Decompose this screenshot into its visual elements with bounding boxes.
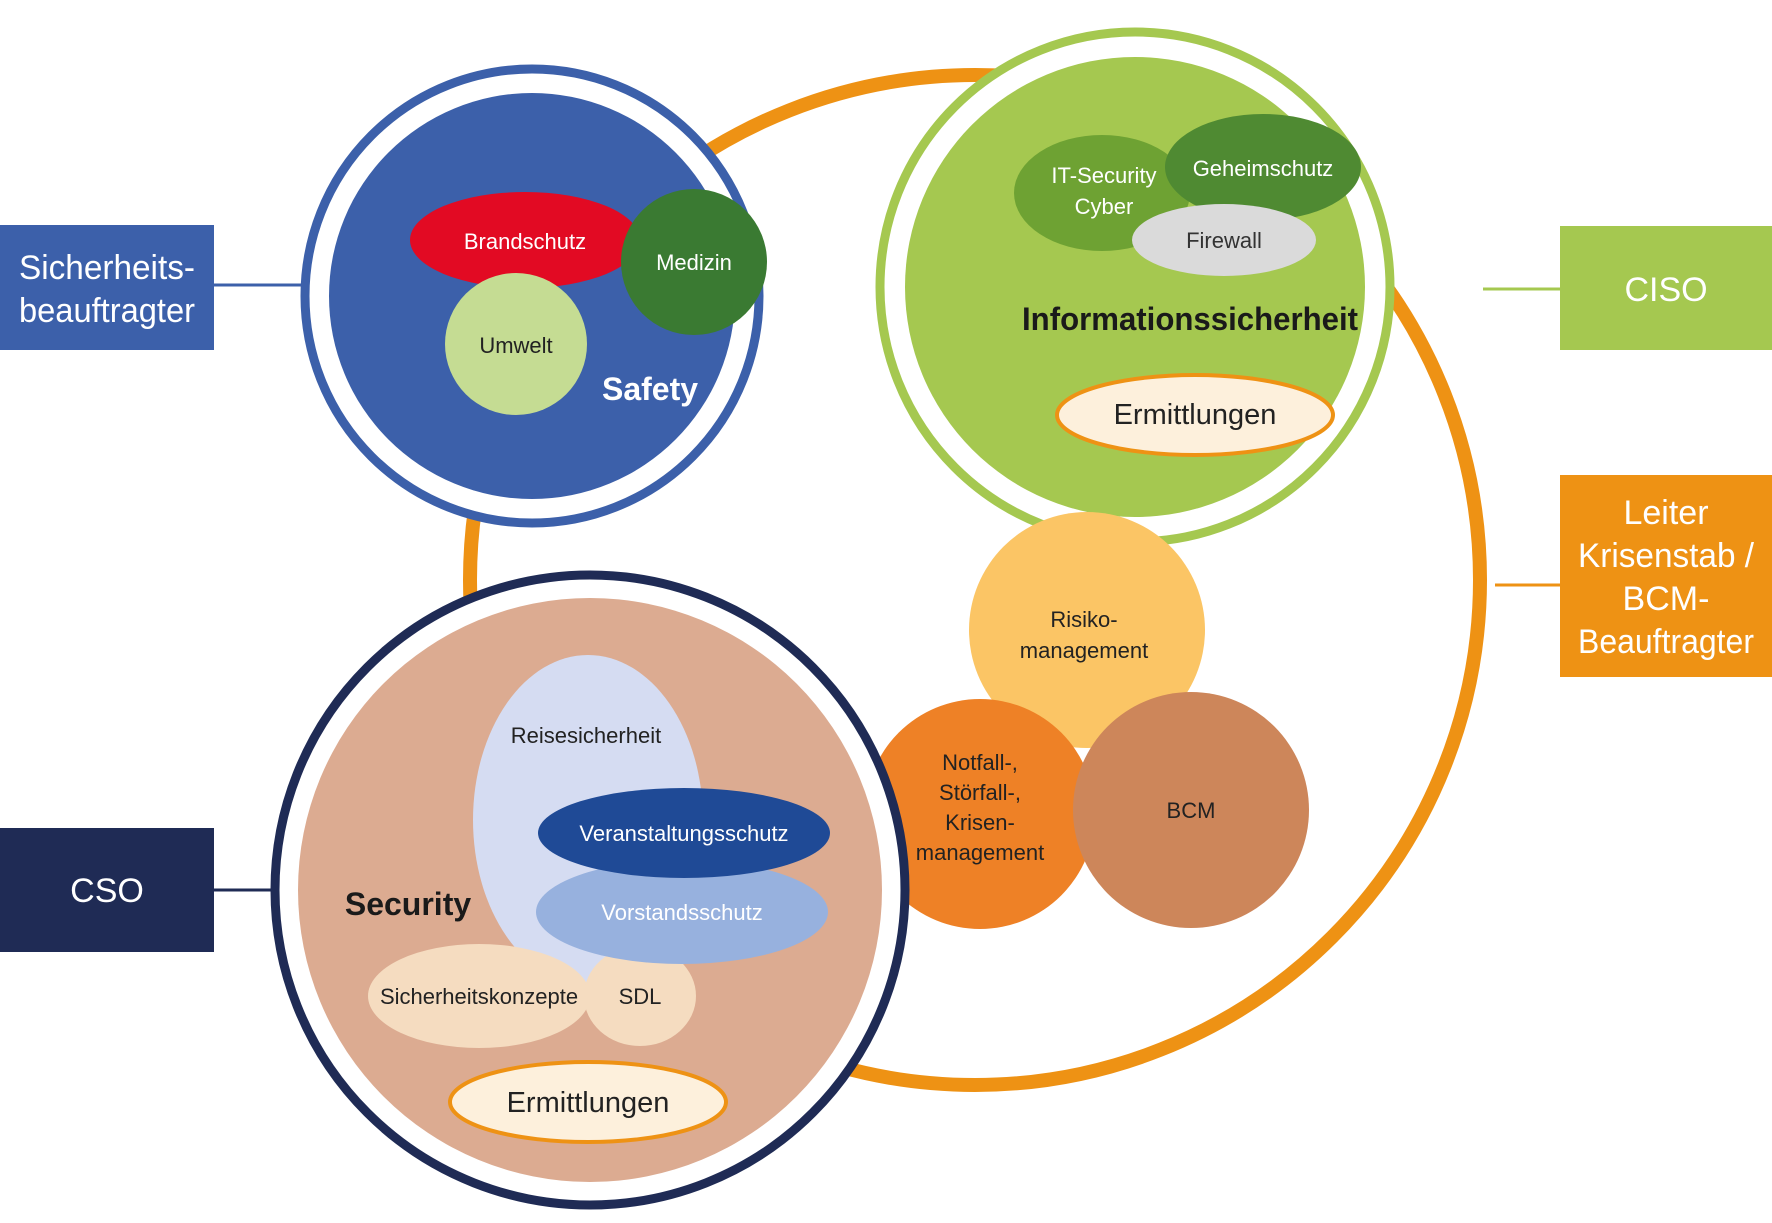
firewall-label: Firewall — [1186, 228, 1262, 253]
leiter-label-line-2: Krisenstab / — [1578, 537, 1755, 575]
notfall-label-line-1: Notfall-, — [942, 750, 1018, 775]
infosec-ermittlungen-pill — [1055, 373, 1335, 457]
infosec-group: IT-Security Cyber Geheimschutz Firewall … — [875, 27, 1395, 547]
risikomanagement-label-line-1: Risiko- — [1050, 607, 1117, 632]
it-security-label-line-1: IT-Security — [1051, 163, 1156, 188]
medizin-circle — [621, 189, 767, 335]
leiter-label-line-3: BCM- — [1623, 580, 1710, 618]
cso-label: CSO — [70, 872, 144, 910]
notfall-label-line-3: Krisen- — [945, 810, 1015, 835]
safety-title: Safety — [602, 371, 698, 407]
sicherheitsbeauftragter-box: Sicherheits- beauftragter — [0, 225, 214, 350]
leiter-rect — [1560, 475, 1772, 677]
sicherheitsbeauftragter-label-line-2: beauftragter — [19, 292, 195, 330]
sicherheitsbeauftragter-label-line-1: Sicherheits- — [19, 249, 195, 287]
geheimschutz-ellipse — [1165, 114, 1361, 220]
infosec-ermittlungen-label: Ermittlungen — [1114, 399, 1277, 431]
sicherheitsbeauftragter-rect — [0, 225, 214, 350]
sicherheitskonzepte-label: Sicherheitskonzepte — [380, 984, 578, 1009]
umwelt-label: Umwelt — [479, 333, 552, 358]
cso-box: CSO — [0, 828, 214, 952]
orange-ring — [463, 68, 1487, 1092]
cso-rect — [0, 828, 214, 952]
security-ermittlungen-pill — [448, 1060, 728, 1144]
sdl-label: SDL — [619, 984, 662, 1009]
firewall-ellipse — [1132, 204, 1316, 276]
veranstaltungsschutz-label: Veranstaltungsschutz — [579, 821, 788, 846]
security-group: Reisesicherheit Veranstaltungsschutz Vor… — [270, 570, 910, 1210]
risikomanagement-label-line-2: management — [1020, 638, 1148, 663]
vorstandsschutz-ellipse — [536, 860, 828, 964]
leiter-box: Leiter Krisenstab / BCM- Beauftragter — [1560, 475, 1772, 677]
ciso-label: CISO — [1624, 271, 1707, 309]
ciso-box: CISO — [1560, 226, 1772, 350]
security-title: Security — [345, 886, 471, 922]
bcm-circle — [1073, 692, 1309, 928]
brandschutz-label: Brandschutz — [464, 229, 586, 254]
reisesicherheit-label: Reisesicherheit — [511, 723, 661, 748]
notfall-label-line-4: management — [916, 840, 1044, 865]
umwelt-circle — [445, 273, 587, 415]
sdl-ellipse — [584, 946, 696, 1046]
vorstandsschutz-label: Vorstandsschutz — [601, 900, 762, 925]
notfall-circle — [865, 699, 1095, 929]
sicherheitskonzepte-ellipse — [368, 944, 590, 1048]
risk-group: Risiko- management Notfall-, Störfall-, … — [865, 512, 1309, 929]
safety-group: Brandschutz Medizin Umwelt Safety — [300, 64, 767, 528]
security-ermittlungen-label: Ermittlungen — [507, 1087, 670, 1119]
geheimschutz-label: Geheimschutz — [1193, 156, 1334, 181]
medizin-label: Medizin — [656, 250, 732, 275]
risikomanagement-circle — [969, 512, 1205, 748]
leiter-label-line-4: Beauftragter — [1578, 623, 1754, 661]
ciso-rect — [1560, 226, 1772, 350]
bcm-label: BCM — [1167, 798, 1216, 823]
it-security-label-line-2: Cyber — [1075, 194, 1134, 219]
veranstaltungsschutz-ellipse — [538, 788, 830, 878]
infosec-title: Informationssicherheit — [1022, 301, 1358, 337]
leiter-label-line-1: Leiter — [1623, 494, 1708, 532]
brandschutz-ellipse — [410, 192, 640, 288]
notfall-label-line-2: Störfall-, — [939, 780, 1021, 805]
